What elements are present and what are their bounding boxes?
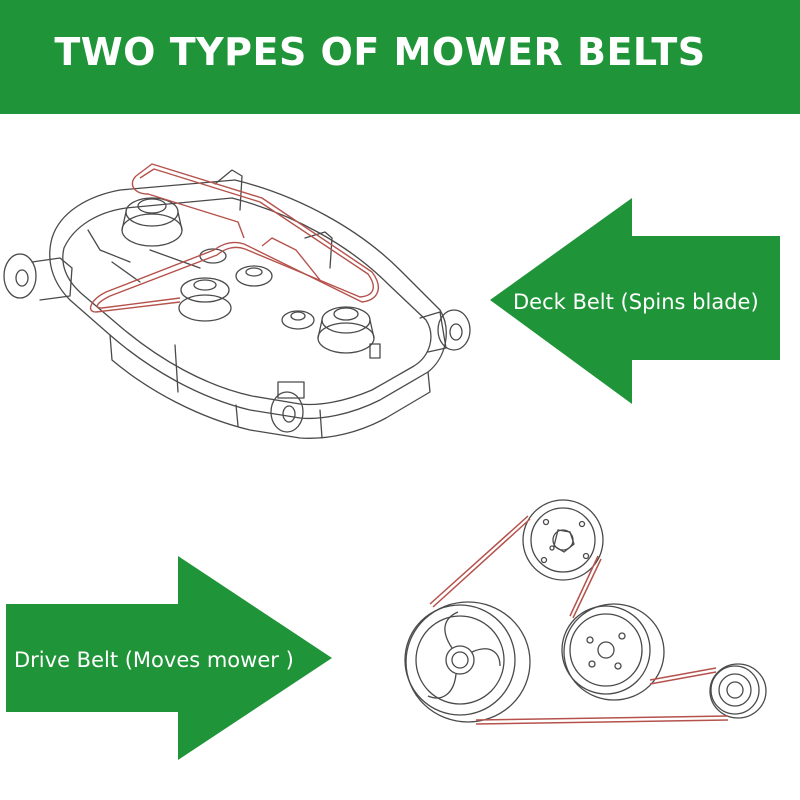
deck-belt-arrow [490,198,780,404]
drive-system-illustration [404,499,767,723]
drive-belt-label: Drive Belt (Moves mower ) [14,648,294,672]
drive-belt [429,515,729,725]
drive-belt-arrow [6,556,332,760]
mower-deck-illustration [3,169,471,439]
page-title: TWO TYPES OF MOWER BELTS [54,30,706,74]
title-banner: TWO TYPES OF MOWER BELTS [0,0,800,114]
deck-belt-label: Deck Belt (Spins blade) [513,290,759,314]
deck-belt [89,163,380,313]
